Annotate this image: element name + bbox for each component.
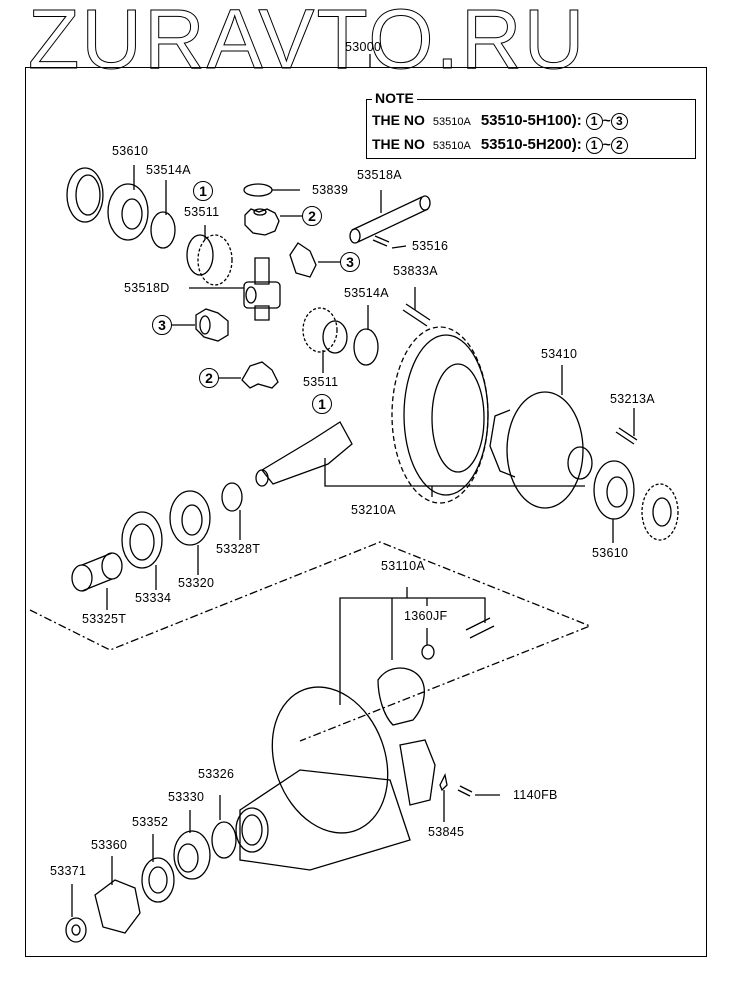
callout-2-bottom: 2 bbox=[199, 368, 219, 388]
oil-seal-icon bbox=[174, 831, 210, 879]
side-gear-right-icon bbox=[303, 308, 347, 353]
note-row-1: THE NO 53510A 53510-5H100): 1~3 bbox=[372, 112, 628, 130]
note-part[interactable]: 53510-5H100): bbox=[480, 112, 582, 129]
label-pinion-bearing-race[interactable]: 53334 bbox=[135, 591, 172, 605]
flange-nut-icon bbox=[66, 918, 86, 942]
pinion-bearing-inner-icon bbox=[170, 491, 210, 545]
label-carrier-assembly[interactable]: 53110A bbox=[381, 559, 425, 573]
label-oil-seal-washer[interactable]: 53326 bbox=[198, 767, 235, 781]
label-ring-pinion-set[interactable]: 53210A bbox=[351, 503, 396, 517]
oil-seal-washer-icon bbox=[212, 822, 236, 858]
shim-icon bbox=[222, 483, 242, 511]
lock-pin-icon bbox=[373, 236, 389, 246]
bearing-cap-icon bbox=[378, 668, 424, 725]
differential-case-icon bbox=[490, 392, 592, 508]
note-tilde: ~ bbox=[602, 112, 611, 128]
label-carrier-part[interactable]: 1360JF bbox=[404, 609, 448, 623]
drive-pinion-icon bbox=[256, 422, 352, 486]
leader-53110a-bracket bbox=[340, 598, 485, 705]
label-spider[interactable]: 53518D bbox=[124, 281, 170, 295]
label-front-bearing[interactable]: 53352 bbox=[132, 815, 169, 829]
pinion-shaft-icon bbox=[350, 196, 430, 243]
leader-53210a-left bbox=[325, 458, 585, 486]
bracket-53845-icon bbox=[440, 775, 447, 790]
washer-right-icon bbox=[354, 329, 378, 365]
watermark-text: ZURAVTO.RU bbox=[28, 6, 586, 70]
note-row-2: THE NO 53510A 53510-5H200): 1~2 bbox=[372, 136, 628, 154]
bearing-left-icon bbox=[67, 168, 148, 240]
label-side-gear-right[interactable]: 53511 bbox=[303, 375, 339, 389]
watermark: ZURAVTO.RU bbox=[28, 6, 586, 70]
callout-1-top: 1 bbox=[193, 181, 213, 201]
label-washer-right[interactable]: 53514A bbox=[344, 286, 389, 300]
label-bracket[interactable]: 53845 bbox=[428, 825, 465, 839]
companion-flange-icon bbox=[95, 880, 140, 933]
spacer-icon bbox=[72, 553, 122, 591]
carrier-housing-icon bbox=[236, 671, 435, 870]
label-side-gear-left[interactable]: 53511 bbox=[184, 205, 220, 219]
pinion-gear-2-icon bbox=[245, 209, 279, 235]
label-lock-pin[interactable]: 53516 bbox=[412, 239, 449, 253]
side-gear-left-icon bbox=[187, 235, 232, 285]
label-pinion-shaft[interactable]: 53518A bbox=[357, 168, 402, 182]
label-bearing-right[interactable]: 53610 bbox=[592, 546, 629, 560]
cap-bolt-icon bbox=[466, 618, 494, 638]
note-range-to: 3 bbox=[610, 112, 628, 130]
spider-icon bbox=[244, 258, 280, 320]
label-oil-seal[interactable]: 53330 bbox=[168, 790, 205, 804]
washer-left-icon bbox=[151, 212, 175, 248]
bearing-right-icon bbox=[594, 461, 678, 540]
label-companion-flange[interactable]: 53360 bbox=[91, 838, 128, 852]
label-case-bolt[interactable]: 53213A bbox=[610, 392, 655, 406]
note-ref[interactable]: 53510A bbox=[432, 140, 471, 152]
washer-53839-icon bbox=[244, 184, 272, 196]
note-box bbox=[366, 99, 696, 159]
note-title: NOTE bbox=[372, 90, 417, 106]
pinion-gear-3-icon bbox=[290, 243, 316, 277]
ring-gear-icon bbox=[392, 327, 488, 503]
note-range-to: 2 bbox=[610, 136, 628, 154]
dashed-group-boundary bbox=[30, 542, 590, 741]
note-ref[interactable]: 53510A bbox=[432, 116, 471, 128]
note-range-from: 1 bbox=[585, 112, 603, 130]
label-bearing-left[interactable]: 53610 bbox=[112, 144, 149, 158]
pinion-gear-3-mid-icon bbox=[196, 309, 228, 341]
washer-1360jf-icon bbox=[422, 645, 434, 659]
note-prefix: THE NO bbox=[372, 112, 425, 128]
bolt-1140fb-icon bbox=[458, 786, 472, 796]
callout-2-top: 2 bbox=[302, 206, 322, 226]
label-spacer[interactable]: 53325T bbox=[82, 612, 127, 626]
assembly-part-number[interactable]: 53000 bbox=[345, 40, 382, 54]
bolt-53213a-icon bbox=[616, 428, 637, 444]
label-flange-nut[interactable]: 53371 bbox=[50, 864, 87, 878]
callout-3-mid: 3 bbox=[152, 315, 172, 335]
callout-3-top: 3 bbox=[340, 252, 360, 272]
note-tilde: ~ bbox=[602, 136, 611, 152]
front-bearing-icon bbox=[142, 858, 174, 902]
label-pinion-bearing-inner[interactable]: 53320 bbox=[178, 576, 215, 590]
label-washer-left[interactable]: 53514A bbox=[146, 163, 191, 177]
diagram-frame bbox=[25, 67, 707, 957]
note-part[interactable]: 53510-5H200): bbox=[480, 136, 582, 153]
label-washer-top[interactable]: 53839 bbox=[312, 183, 349, 197]
callout-1-bottom: 1 bbox=[312, 394, 332, 414]
note-prefix: THE NO bbox=[372, 136, 425, 152]
label-bolt-bracket[interactable]: 1140FB bbox=[513, 788, 558, 802]
label-bolt-ring[interactable]: 53833A bbox=[393, 264, 438, 278]
bearing-race-icon bbox=[122, 512, 162, 568]
note-range-from: 1 bbox=[585, 136, 603, 154]
label-shim[interactable]: 53328T bbox=[216, 542, 261, 556]
pinion-gear-2-bottom-icon bbox=[242, 362, 278, 388]
label-diff-case[interactable]: 53410 bbox=[541, 347, 578, 361]
leader-53516 bbox=[392, 246, 406, 248]
bolt-53833a-icon bbox=[403, 304, 430, 326]
